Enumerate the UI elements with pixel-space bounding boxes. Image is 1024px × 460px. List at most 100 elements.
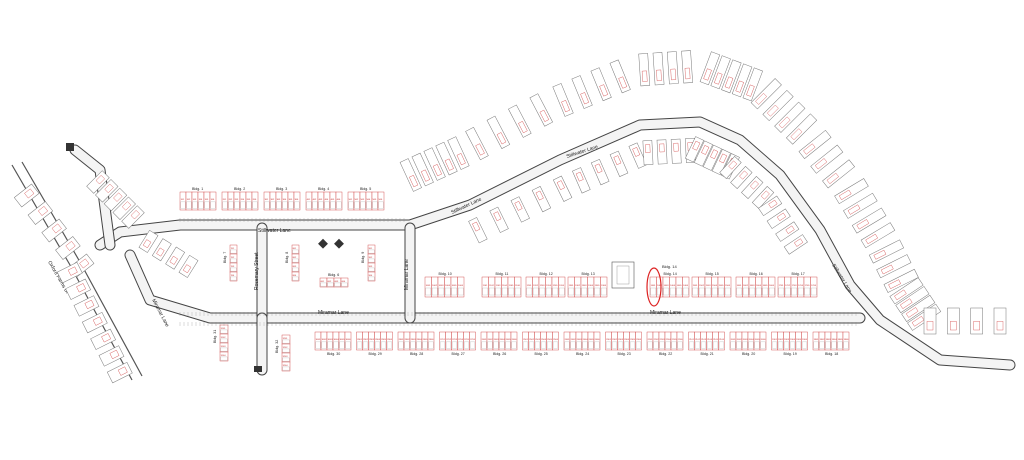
unit: 1102 [488, 276, 496, 298]
highlight-ellipse [646, 267, 662, 307]
unit: 2005 [753, 331, 760, 351]
unit: 2905 [380, 331, 387, 351]
unit-number: 1801 [814, 339, 820, 341]
unit: 604 [340, 277, 349, 288]
unit: 503 [359, 191, 367, 211]
unit: 103 [191, 191, 199, 211]
unit: 2202 [652, 331, 659, 351]
lot-south-side [656, 139, 668, 165]
unit: 1105 [507, 276, 515, 298]
unit-number: 1605 [763, 285, 769, 287]
unit-number: 206 [253, 199, 257, 201]
unit: 1303 [580, 276, 588, 298]
unit-number: 2406 [595, 339, 601, 341]
unit: 2901 [356, 331, 363, 351]
unit: 3201 [281, 334, 291, 345]
unit-number: 402 [313, 199, 317, 201]
unit: 2105 [712, 331, 719, 351]
lot-north-side [571, 75, 593, 109]
lot-north-side [721, 59, 742, 94]
unit: 404 [323, 191, 331, 211]
unit-number: 101 [181, 199, 185, 201]
unit-number: 2703 [452, 339, 458, 341]
building-label: Bldg. 12 [540, 272, 553, 276]
unit-number: 2506 [553, 339, 559, 341]
unit-number: 2104 [707, 339, 713, 341]
unit-number: 105 [205, 199, 209, 201]
unit-number: 3102 [221, 337, 227, 339]
unit: 301 [263, 191, 271, 211]
unit-number: 604 [342, 281, 346, 283]
unit-number: 1406 [683, 285, 689, 287]
unit-number: 2904 [375, 339, 381, 341]
unit: 2903 [368, 331, 375, 351]
building-label: Bldg. 30 [327, 352, 340, 356]
unit: 903 [367, 262, 376, 273]
parking-stripes [179, 218, 857, 326]
entry-feature-icons [66, 143, 344, 372]
unit-number: 1906 [802, 339, 808, 341]
unit-number: 1105 [509, 285, 514, 287]
unit-number: 3204 [283, 365, 289, 367]
unit: 603 [333, 277, 342, 288]
lot-south-side [572, 167, 591, 194]
lot-miramar-west [165, 246, 186, 270]
unit-number: 2205 [672, 339, 678, 341]
unit: 901 [367, 244, 376, 255]
unit: 804 [291, 271, 300, 282]
lot-north-side [486, 115, 511, 149]
unit: 1501 [691, 276, 699, 298]
unit-number: 1005 [452, 285, 458, 287]
lot-east-outer [762, 89, 794, 122]
lot-north-side [508, 104, 532, 138]
lot-miramar-west [151, 238, 172, 262]
unit: 2203 [658, 331, 665, 351]
street-label-miramar-mid: Miramar Lane [318, 310, 349, 316]
building-label: Bldg. 10 [439, 272, 452, 276]
building-label: Bldg. 25 [535, 352, 548, 356]
unit-number: 1306 [601, 285, 607, 287]
unit-number: 1106 [515, 285, 520, 287]
unit-number: 2905 [381, 339, 387, 341]
building-label: Bldg. 14 [664, 272, 677, 276]
unit-number: 102 [187, 199, 191, 201]
unit-number: 1701 [779, 285, 785, 287]
unit: 2102 [694, 331, 701, 351]
unit: 2503 [534, 331, 541, 351]
building-label: Bldg. 20 [742, 352, 755, 356]
unit-number: 2204 [666, 339, 672, 341]
unit-number: 1604 [756, 285, 762, 287]
lot-north-side [742, 67, 763, 102]
lot-entry-north [95, 179, 119, 203]
unit-number: 1003 [439, 285, 445, 287]
unit: 1903 [783, 331, 790, 351]
lot-east-outer [750, 78, 782, 110]
lot-south-side [609, 150, 629, 177]
unit-number: 2702 [446, 339, 452, 341]
unit-number: 104 [199, 199, 203, 201]
unit-number: 2105 [713, 339, 719, 341]
unit: 1705 [803, 276, 811, 298]
unit: 3102 [219, 333, 229, 344]
unit: 1403 [662, 276, 670, 298]
lot-east-inner [766, 208, 791, 229]
unit: 1703 [790, 276, 798, 298]
unit-number: 601 [321, 281, 325, 283]
unit-number: 1905 [796, 339, 802, 341]
lot-oxford-north [41, 218, 67, 243]
lot-north-side [590, 67, 612, 102]
unit-number: 2101 [689, 339, 695, 341]
unit-number: 1006 [458, 285, 464, 287]
building-label: Bldg. 2 [234, 187, 245, 191]
unit: 2802 [403, 331, 410, 351]
building-label: Bldg. 31 [213, 330, 217, 343]
unit-number: 205 [247, 199, 251, 201]
unit-number: 1402 [657, 285, 663, 287]
unit-number: 2002 [737, 339, 743, 341]
lot-east-inner [730, 166, 753, 189]
